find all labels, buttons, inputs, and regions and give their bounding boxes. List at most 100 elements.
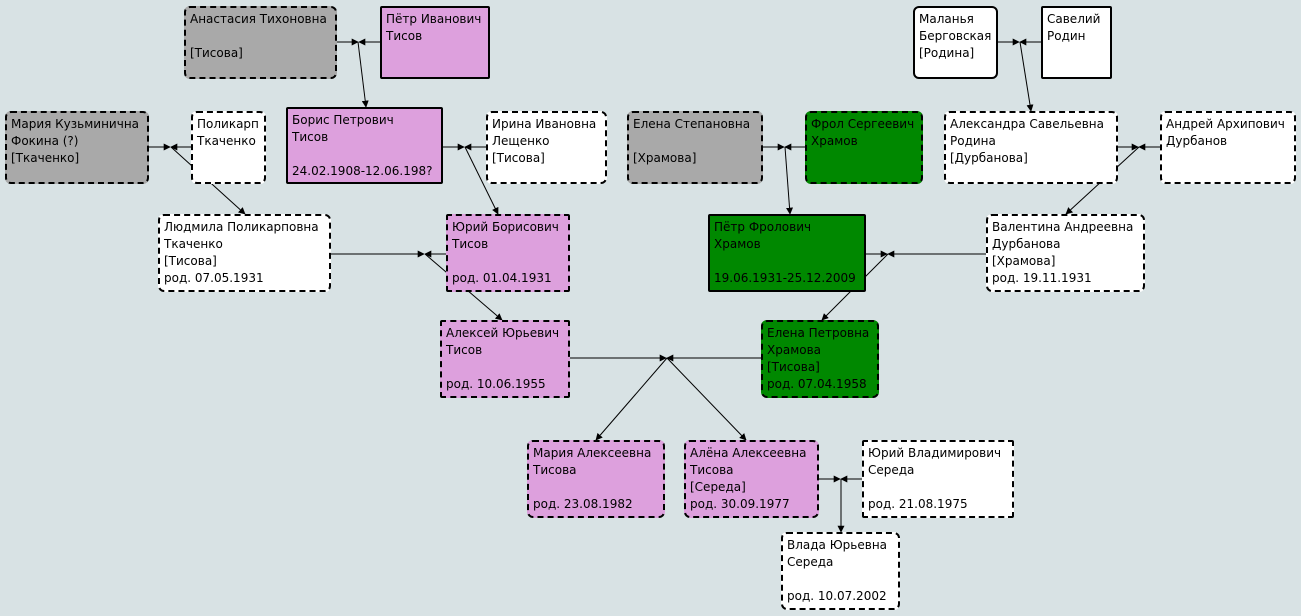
person-name: Юрий Борисович [452,220,559,234]
person-maiden-name: [Дурбанова] [950,151,1028,165]
person-card-saveliy[interactable]: Савелий Родин [1041,6,1112,79]
person-surname: Лещенко [492,134,550,148]
person-surname: Тисов [292,130,329,144]
person-surname: Дурбанов [1166,134,1228,148]
person-surname: Середа [868,463,915,477]
person-name: Мария Алексеевна [533,446,652,460]
person-name: Поликарп [197,117,259,131]
person-surname: Середа [787,555,834,569]
person-maiden-name [787,571,894,588]
person-dates [1166,167,1290,182]
person-maiden-name: [Тисова] [164,254,217,268]
person-card-elena-stepanovna[interactable]: Елена Степановна [Храмова] [627,111,763,184]
person-card-yuriy-borisovich[interactable]: Юрий Борисович Тисов род. 01.04.1931 [446,214,570,292]
person-card-aleksey[interactable]: Алексей Юрьевич Тисов род. 10.06.1955 [440,320,570,398]
person-card-maria-kuzminichna[interactable]: Мария Кузьминична Фокина (?) [Ткаченко] [5,111,149,184]
person-card-boris[interactable]: Борис Петрович Тисов 24.02.1908-12.06.19… [286,107,443,184]
person-card-petr-frolovich[interactable]: Пётр Фролович Храмов 19.06.1931-25.12.20… [708,214,866,292]
person-surname: Родина [950,134,996,148]
person-card-valentina[interactable]: Валентина Андреевна Дурбанова [Храмова] … [986,214,1145,292]
person-card-maria-alekseevna[interactable]: Мария Алексеевна Тисова род. 23.08.1982 [527,440,665,518]
person-maiden-name [386,45,484,62]
child-link [666,357,747,441]
person-maiden-name [1047,45,1106,62]
person-maiden-name: [Храмова] [633,151,697,165]
person-maiden-name: [Тисова] [190,46,243,60]
person-card-elena-petrovna[interactable]: Елена Петровна Храмова [Тисова] род. 07.… [761,320,879,398]
person-maiden-name [868,479,1008,496]
person-maiden-name [533,479,659,496]
person-maiden-name [452,253,564,270]
person-maiden-name: [Ткаченко] [11,151,80,165]
person-maiden-name: [Тисова] [492,151,545,165]
child-link [784,146,794,215]
person-name: Савелий [1047,12,1101,26]
person-card-malanya[interactable]: Маланья Берговская [Родина] [913,6,998,79]
person-name: Борис Петрович [292,113,394,127]
person-surname: Храмов [811,134,858,148]
person-card-irina[interactable]: Ирина Ивановна Лещенко [Тисова] [486,111,607,184]
child-link [595,357,668,441]
person-card-vlada[interactable]: Влада Юрьевна Середа род. 10.07.2002 [781,532,900,610]
person-surname [633,133,757,150]
person-card-alena[interactable]: Алёна Алексеевна Тисова [Середа] род. 30… [684,440,819,518]
person-name: Валентина Андреевна [992,220,1134,234]
person-card-alexandra[interactable]: Александра Савельевна Родина [Дурбанова] [944,111,1118,184]
person-card-frol[interactable]: Фрол Сергеевич Храмов [805,111,923,184]
person-dates [11,167,143,182]
person-name: Фрол Сергеевич [811,117,915,131]
person-name: Пётр Иванович [386,12,482,26]
person-surname: Фокина (?) [11,134,79,148]
person-surname: Храмова [767,343,822,357]
person-maiden-name [292,146,437,163]
person-surname: Тисов [386,29,423,43]
person-maiden-name [197,150,260,167]
person-card-petr-ivanovich[interactable]: Пётр Иванович Тисов [380,6,490,79]
person-card-yuriy-vladimirovich[interactable]: Юрий Владимирович Середа род. 21.08.1975 [862,440,1014,518]
person-maiden-name [714,253,860,270]
person-maiden-name: [Храмова] [992,254,1056,268]
person-dates: род. 23.08.1982 [533,497,633,511]
person-dates [950,167,1112,182]
person-dates: род. 10.06.1955 [446,377,546,391]
person-dates [811,167,917,182]
person-maiden-name [811,150,917,167]
person-surname: Тисова [533,463,577,477]
person-dates [190,62,331,77]
person-dates [1047,62,1106,77]
person-maiden-name: [Родина] [919,46,975,60]
person-card-lyudmila[interactable]: Людмила Поликарповна Ткаченко [Тисова] р… [158,214,331,292]
person-surname: Родин [1047,29,1086,43]
person-surname: Дурбанова [992,237,1061,251]
person-name: Влада Юрьевна [787,538,888,552]
person-card-polikarp[interactable]: Поликарп Ткаченко [191,111,266,184]
person-dates [197,167,260,182]
person-card-anastasia[interactable]: Анастасия Тихоновна [Тисова] [184,6,337,79]
person-surname: Ткаченко [197,134,256,148]
person-surname: Тисов [446,343,483,357]
person-dates [919,62,992,77]
person-maiden-name: [Середа] [690,480,746,494]
person-name: Мария Кузьминична [11,117,140,131]
child-link [1019,41,1034,112]
person-name: Анастасия Тихоновна [190,12,327,26]
person-card-andrey[interactable]: Андрей Архипович Дурбанов [1160,111,1296,184]
person-dates: род. 19.11.1931 [992,271,1092,285]
person-dates: род. 01.04.1931 [452,271,552,285]
person-dates [633,167,757,182]
person-dates: род. 10.07.2002 [787,589,887,603]
person-name: Андрей Архипович [1166,117,1285,131]
person-surname: Тисов [452,237,489,251]
person-dates: 24.02.1908-12.06.198? [292,164,433,178]
person-dates [492,167,601,182]
child-link [357,41,369,108]
child-link [464,146,499,215]
person-name: Елена Петровна [767,326,870,340]
person-surname: Храмов [714,237,761,251]
person-name: Алексей Юрьевич [446,326,560,340]
person-name: Людмила Поликарповна [164,220,319,234]
person-dates: род. 21.08.1975 [868,497,968,511]
person-dates: 19.06.1931-25.12.2009 [714,271,856,285]
person-surname: Тисова [690,463,734,477]
